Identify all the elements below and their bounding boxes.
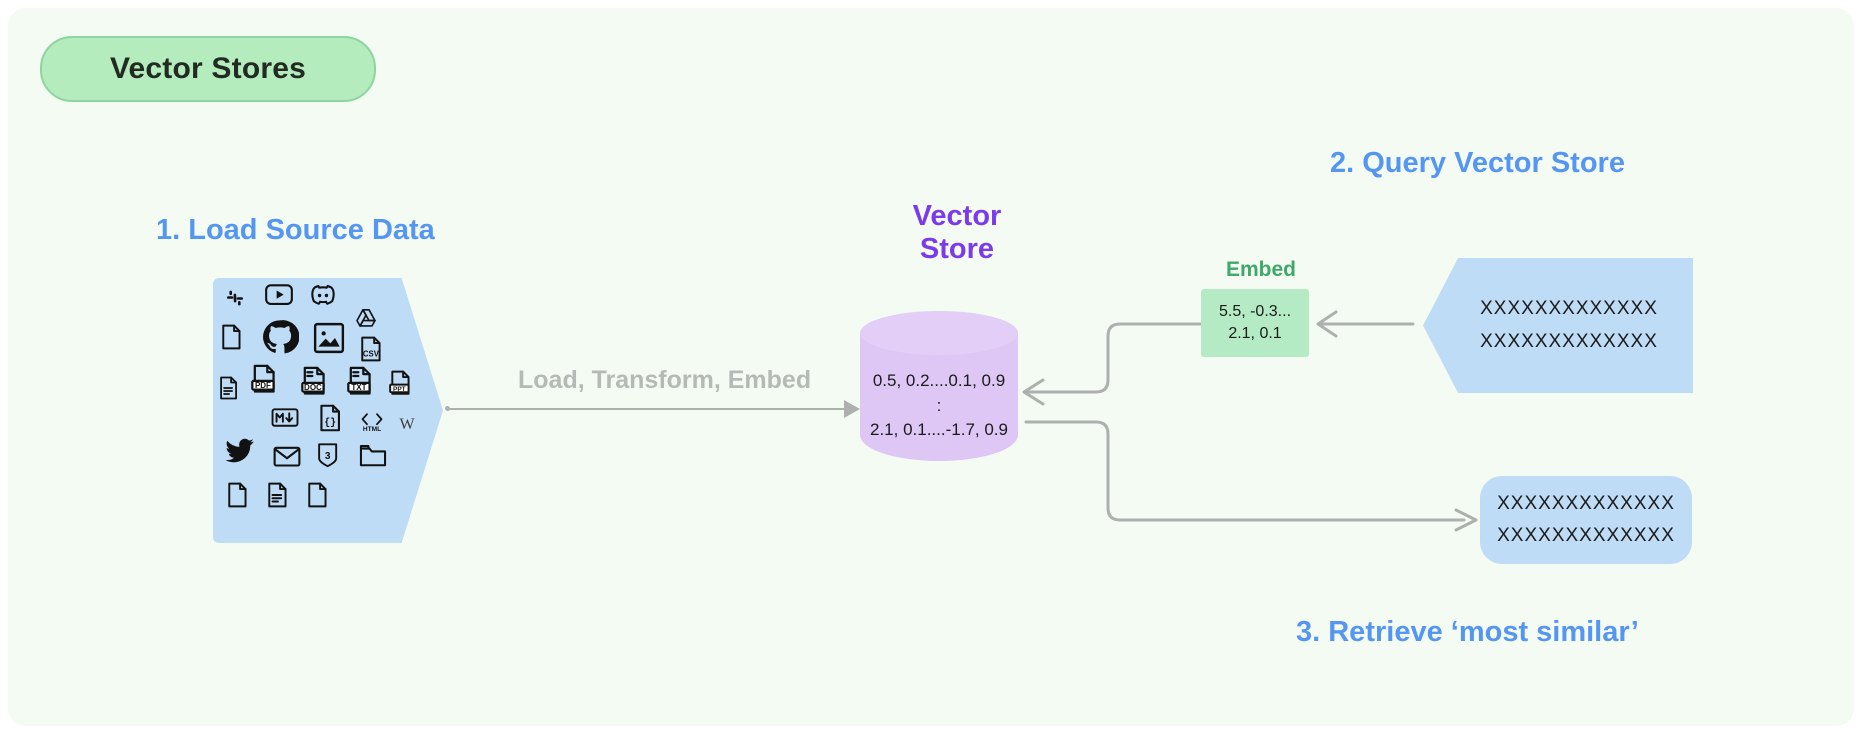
- query-input-shape: XXXXXXXXXXXXX XXXXXXXXXXXXX: [1423, 258, 1693, 393]
- source-icon-grid: CSV PDF DOC TXT PPT {} HTML W 3: [213, 278, 443, 543]
- text-lines-file-icon: [267, 482, 288, 508]
- vector-store-cylinder: 0.5, 0.2....0.1, 0.9 : 2.1, 0.1....-1.7,…: [860, 311, 1018, 461]
- ppt-file-icon: PPT: [389, 370, 412, 396]
- youtube-icon: [265, 284, 293, 306]
- query-row: XXXXXXXXXXXXX: [1480, 298, 1658, 320]
- embed-vector-box: 5.5, -0.3... 2.1, 0.1: [1201, 289, 1309, 357]
- doc-file-icon: DOC: [301, 366, 327, 396]
- query-row: XXXXXXXXXXXXX: [1480, 330, 1658, 352]
- svg-text:{}: {}: [324, 417, 336, 428]
- diagram-canvas: Vector Stores 1. Load Source Data 2. Que…: [8, 8, 1854, 726]
- diagram-title-pill: Vector Stores: [40, 36, 376, 102]
- discord-icon: [309, 284, 337, 306]
- embed-row: 5.5, -0.3...: [1218, 303, 1292, 321]
- svg-text:3: 3: [325, 451, 331, 462]
- page-title: Vector Stores: [109, 52, 307, 85]
- arrow-load-line: [448, 408, 858, 410]
- css3-icon: 3: [317, 442, 338, 468]
- svg-text:DOC: DOC: [304, 383, 322, 392]
- svg-text:PDF: PDF: [255, 381, 271, 390]
- image-file-icon: [313, 322, 345, 354]
- file-blank-icon: [227, 482, 248, 508]
- arrow-start-dot: [445, 406, 450, 411]
- svg-text:CSV: CSV: [363, 350, 380, 359]
- folder-icon: [359, 444, 387, 467]
- vector-row: 2.1, 0.1....-1.7, 0.9: [870, 420, 1008, 440]
- svg-text:PPT: PPT: [393, 386, 406, 393]
- slack-icon: [223, 286, 247, 310]
- svg-text:HTML: HTML: [363, 426, 381, 432]
- txt-file-icon: TXT: [347, 366, 373, 396]
- vector-store-title-line2: Store: [919, 233, 995, 266]
- csv-file-icon: CSV: [360, 336, 382, 362]
- embed-label: Embed: [1225, 258, 1296, 281]
- file-blank-icon: [221, 324, 242, 350]
- arrow-load-head: [844, 400, 860, 418]
- source-data-shape: [213, 278, 443, 543]
- vector-row: 0.5, 0.2....0.1, 0.9: [872, 371, 1006, 390]
- vector-row-ellipsis: :: [936, 395, 942, 415]
- vector-store-values: 0.5, 0.2....0.1, 0.9 : 2.1, 0.1....-1.7,…: [860, 369, 1018, 443]
- vector-store-title-line1: Vector: [912, 200, 1002, 232]
- heading-step-2: 2. Query Vector Store: [1330, 147, 1625, 179]
- html-icon: HTML: [359, 410, 385, 432]
- retrieved-result-box: XXXXXXXXXXXXX XXXXXXXXXXXXX: [1480, 476, 1692, 564]
- embed-row: 2.1, 0.1: [1228, 325, 1282, 342]
- svg-text:TXT: TXT: [351, 383, 366, 392]
- twitter-icon: [225, 438, 255, 463]
- heading-step-1: 1. Load Source Data: [156, 214, 435, 246]
- email-icon: [273, 446, 301, 467]
- text-lines-file-icon: [219, 376, 238, 400]
- json-file-icon: {}: [319, 404, 341, 432]
- load-transform-embed-label: Load, Transform, Embed: [518, 366, 812, 394]
- heading-step-3: 3. Retrieve ‘most similar’: [1296, 616, 1639, 648]
- wikipedia-icon: W: [395, 414, 419, 433]
- cylinder-top-ellipse: [860, 311, 1018, 355]
- result-row: XXXXXXXXXXXXX: [1497, 492, 1675, 514]
- svg-text:W: W: [399, 416, 415, 433]
- github-icon: [261, 318, 299, 356]
- file-blank-icon: [307, 482, 328, 508]
- markdown-icon: [271, 408, 299, 427]
- pdf-file-icon: PDF: [251, 364, 277, 394]
- vector-store-title: Vector Store: [874, 200, 1040, 267]
- google-drive-icon: [355, 308, 377, 328]
- result-row: XXXXXXXXXXXXX: [1497, 525, 1675, 546]
